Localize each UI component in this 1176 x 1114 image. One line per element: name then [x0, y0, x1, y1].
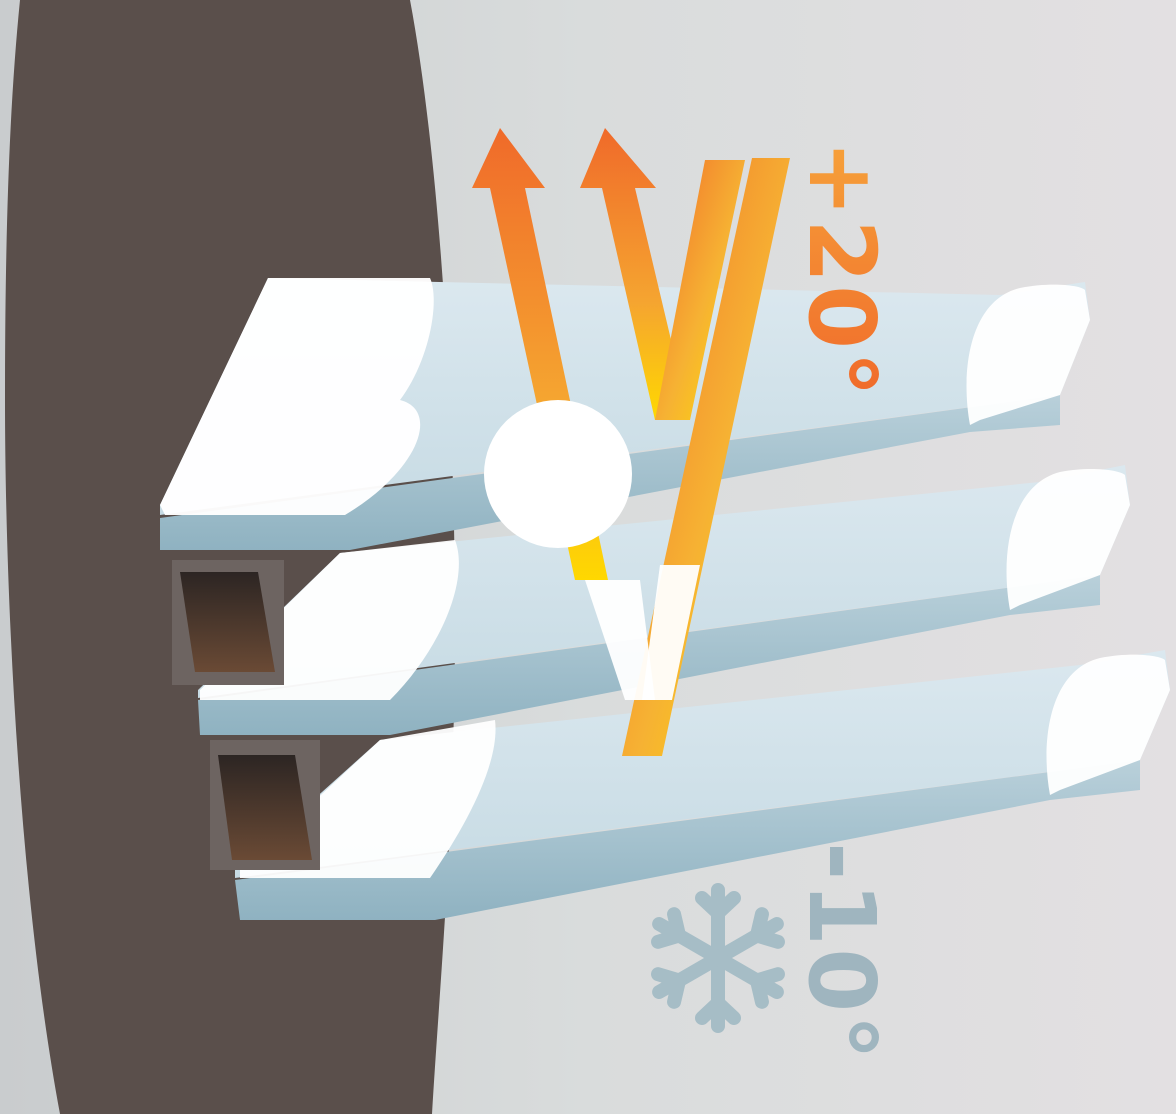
frame-spacer-upper-inner: [180, 572, 275, 672]
heat-bar-white-segment-2: [642, 565, 700, 700]
frame-spacer-lower-inner: [218, 755, 312, 860]
warm-temperature-label: +20°: [788, 140, 895, 400]
cold-temperature-label: -10°: [788, 842, 895, 1063]
heat-arrows-icon: [472, 128, 790, 756]
heat-bar-white-segment: [585, 580, 655, 700]
heat-source-dot: [484, 400, 632, 548]
glass-pane-bottom: [210, 650, 1170, 920]
heat-bar-v1: [655, 160, 745, 420]
heat-arrow-right: [580, 128, 690, 420]
snowflake-icon: [651, 883, 785, 1033]
